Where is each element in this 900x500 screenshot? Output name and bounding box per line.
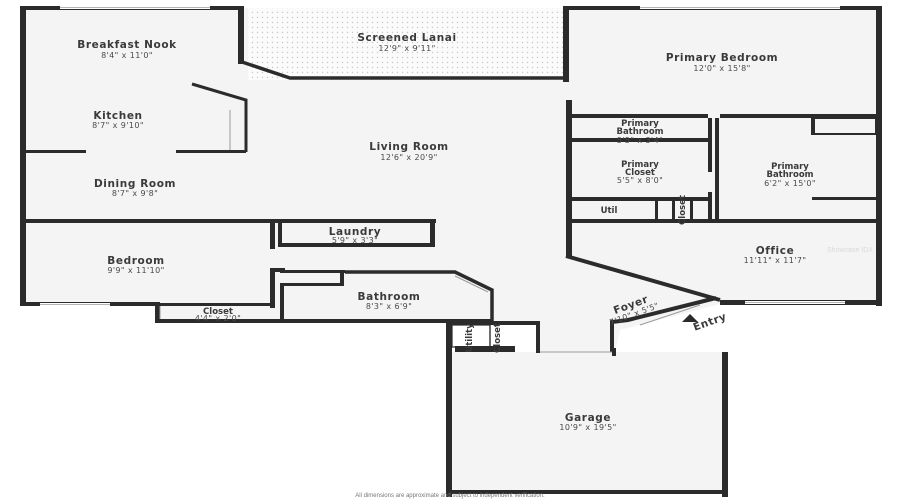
primary-bathroom-small-name-1: Primary <box>621 119 659 129</box>
breakfast-nook-name: Breakfast Nook <box>77 39 177 51</box>
lanai-hatch-area <box>248 8 566 80</box>
primary-bathroom-small-name-2: Bathroom <box>616 127 663 137</box>
office-name: Office <box>756 245 795 257</box>
entry-arrow-icon <box>682 314 698 322</box>
office-dim: 11'11" x 11'7" <box>744 256 807 265</box>
breakfast-nook-dim: 8'4" x 11'0" <box>101 51 153 60</box>
laundry-name: Laundry <box>329 226 381 238</box>
closet-vertical-name: Closet <box>678 195 688 225</box>
entry-label: Entry <box>692 311 729 334</box>
footer-note: All dimensions are approximate and subje… <box>355 493 545 499</box>
interior-walls-right <box>565 100 880 302</box>
closet-name: Closet <box>203 307 233 317</box>
util-name: Util <box>601 206 618 216</box>
primary-bathroom-name-2: Bathroom <box>766 170 813 180</box>
closet-dim: 4'4" x 2'0" <box>195 314 241 323</box>
primary-closet-name-2: Closet <box>625 168 655 178</box>
primary-bathroom-dim: 6'2" x 15'0" <box>764 179 816 188</box>
lanai-diagonal-wall <box>241 60 566 80</box>
kitchen-dim: 8'7" x 9'10" <box>92 121 144 130</box>
bedroom-name: Bedroom <box>107 255 164 267</box>
dining-room-name: Dining Room <box>94 178 176 190</box>
utility-closet-name-1: Utility <box>465 323 475 353</box>
bedroom-dim: 9'9" x 11'10" <box>107 266 164 275</box>
primary-bedroom-dim: 12'0" x 15'8" <box>693 64 750 73</box>
primary-bedroom-name: Primary Bedroom <box>666 52 778 64</box>
living-room-dim: 12'6" x 20'9" <box>380 153 437 162</box>
interior-walls-left <box>26 82 494 323</box>
primary-closet-name-1: Primary <box>621 160 659 170</box>
screened-lanai-name: Screened Lanai <box>357 32 456 44</box>
floor-fill <box>24 8 880 492</box>
kitchen-name: Kitchen <box>93 110 142 122</box>
laundry-dim: 5'9" x 3'3" <box>332 236 378 245</box>
primary-bathroom-name-1: Primary <box>771 162 809 172</box>
watermark: Showcase IDX <box>827 247 873 254</box>
primary-bathroom-small-dim: 5'5" x 3'4" <box>617 136 663 145</box>
bathroom-name: Bathroom <box>358 291 421 303</box>
screened-lanai-dim: 12'9" x 9'11" <box>378 44 435 53</box>
windows <box>40 6 845 306</box>
garage-walls <box>446 321 728 497</box>
utility-closet-name-2: Closet <box>493 323 503 353</box>
dining-room-dim: 8'7" x 9'8" <box>112 189 158 198</box>
foyer-entry-walls <box>540 296 717 353</box>
primary-closet-dim: 5'5" x 8'0" <box>617 176 663 185</box>
garage-dim: 10'9" x 19'5" <box>559 423 616 432</box>
garage-name: Garage <box>565 412 611 424</box>
bathroom-dim: 8'3" x 6'9" <box>366 302 412 311</box>
living-room-name: Living Room <box>369 141 448 153</box>
